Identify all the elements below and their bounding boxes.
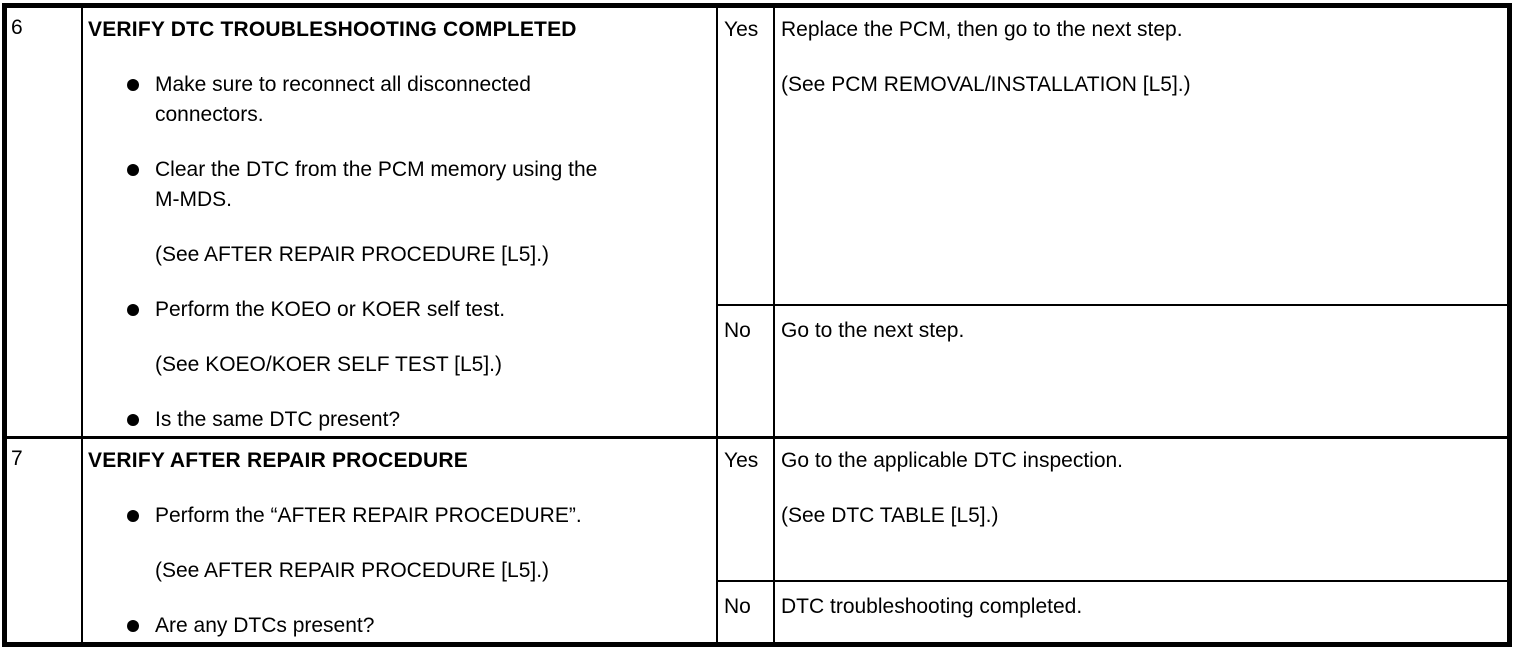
step-number-cell: 7: [7, 439, 83, 642]
answer-cell: Yes: [718, 8, 775, 304]
action-text: Go to the applicable DTC inspection.: [781, 449, 1124, 472]
outcome-row-no: No DTC troubleshooting completed.: [718, 582, 1507, 642]
list-item: Is the same DTC present?: [88, 405, 708, 435]
action-reference: (See DTC TABLE [L5].): [781, 504, 999, 527]
list-item: Make sure to reconnect all disconnected …: [88, 70, 708, 130]
step-number: 7: [11, 447, 23, 470]
inspection-cell: VERIFY DTC TROUBLESHOOTING COMPLETED Mak…: [83, 8, 718, 436]
item-text: Clear the DTC from the PCM memory using …: [155, 158, 598, 211]
item-text: Perform the KOEO or KOER self test.: [155, 298, 506, 321]
outcome-row-yes: Yes Go to the applicable DTC inspection.…: [718, 439, 1507, 582]
outcome-row-yes: Yes Replace the PCM, then go to the next…: [718, 8, 1507, 306]
outcome-column: Yes Replace the PCM, then go to the next…: [718, 8, 1507, 436]
answer-cell: No: [718, 306, 775, 436]
answer-cell: No: [718, 582, 775, 642]
reference-note: (See AFTER REPAIR PROCEDURE [L5].): [88, 556, 708, 586]
list-item: Are any DTCs present?: [88, 611, 708, 641]
item-text: (See AFTER REPAIR PROCEDURE [L5].): [155, 559, 550, 582]
bullet-icon: [127, 164, 139, 176]
action-cell: DTC troubleshooting completed.: [775, 582, 1507, 642]
action-cell: Go to the next step.: [775, 306, 1507, 436]
item-text: Are any DTCs present?: [155, 614, 375, 637]
action-reference: (See PCM REMOVAL/INSTALLATION [L5].): [781, 73, 1191, 96]
bullet-icon: [127, 620, 139, 632]
step-title: VERIFY DTC TROUBLESHOOTING COMPLETED: [88, 18, 577, 41]
list-item: Perform the KOEO or KOER self test.: [88, 295, 708, 325]
bullet-icon: [127, 414, 139, 426]
troubleshooting-table: 6 VERIFY DTC TROUBLESHOOTING COMPLETED M…: [2, 3, 1512, 647]
reference-note: (See AFTER REPAIR PROCEDURE [L5].): [88, 240, 708, 270]
inspection-cell: VERIFY AFTER REPAIR PROCEDURE Perform th…: [83, 439, 718, 642]
item-text: Perform the “AFTER REPAIR PROCEDURE”.: [155, 504, 582, 527]
table-row: 6 VERIFY DTC TROUBLESHOOTING COMPLETED M…: [7, 8, 1507, 439]
action-cell: Go to the applicable DTC inspection. (Se…: [775, 439, 1507, 580]
reference-note: (See KOEO/KOER SELF TEST [L5].): [88, 350, 708, 380]
list-item: Perform the “AFTER REPAIR PROCEDURE”.: [88, 501, 708, 531]
action-text: DTC troubleshooting completed.: [781, 595, 1083, 618]
step-title: VERIFY AFTER REPAIR PROCEDURE: [88, 449, 468, 472]
action-text: Replace the PCM, then go to the next ste…: [781, 18, 1183, 41]
bullet-icon: [127, 79, 139, 91]
list-item: Clear the DTC from the PCM memory using …: [88, 155, 708, 215]
bullet-icon: [127, 304, 139, 316]
step-number-cell: 6: [7, 8, 83, 436]
outcome-column: Yes Go to the applicable DTC inspection.…: [718, 439, 1507, 642]
item-text: Is the same DTC present?: [155, 408, 401, 431]
action-text: Go to the next step.: [781, 319, 965, 342]
bullet-icon: [127, 510, 139, 522]
item-text: (See KOEO/KOER SELF TEST [L5].): [155, 353, 503, 376]
item-text: Make sure to reconnect all disconnected …: [155, 73, 531, 126]
outcome-row-no: No Go to the next step.: [718, 306, 1507, 436]
step-number: 6: [11, 16, 23, 39]
table-row: 7 VERIFY AFTER REPAIR PROCEDURE Perform …: [7, 439, 1507, 642]
item-text: (See AFTER REPAIR PROCEDURE [L5].): [155, 243, 550, 266]
answer-cell: Yes: [718, 439, 775, 580]
action-cell: Replace the PCM, then go to the next ste…: [775, 8, 1507, 304]
